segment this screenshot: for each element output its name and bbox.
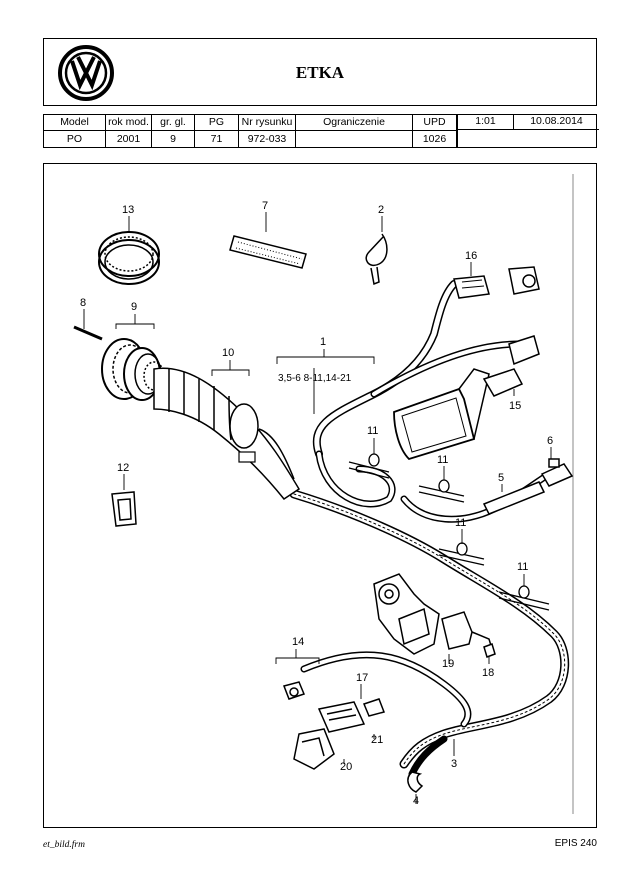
footer-form-name: et_bild.frm — [43, 840, 85, 850]
callout-labels: 13 7 2 16 8 9 10 1 3,5-6 8-11,14-21 15 1… — [80, 200, 553, 807]
callout-18: 18 — [482, 667, 494, 679]
callout-21: 21 — [371, 734, 383, 746]
callout-16: 16 — [465, 250, 477, 262]
wiring-harness-diagram: 13 7 2 16 8 9 10 1 3,5-6 8-11,14-21 15 1… — [73, 174, 574, 814]
callout-4: 4 — [413, 795, 419, 807]
callout-15: 15 — [509, 400, 521, 412]
callout-14: 14 — [292, 636, 304, 648]
meta-date: 10.08.2014 — [514, 115, 599, 130]
meta-col-upd: UPD 1026 — [413, 115, 457, 147]
meta-right-panel: 1:01 10.08.2014 — [457, 115, 599, 147]
part-7-strip — [229, 235, 307, 269]
part-17-20-21-relay — [293, 698, 385, 770]
part-19-18-connector — [441, 611, 496, 658]
callout-1-range: 3,5-6 8-11,14-21 — [278, 373, 352, 384]
callout-11-c: 11 — [455, 517, 466, 529]
callout-7: 7 — [262, 200, 268, 212]
meta-scale: 1:01 — [458, 115, 514, 130]
callout-2: 2 — [378, 204, 384, 216]
callout-17: 17 — [356, 672, 368, 684]
part-12-clip — [111, 491, 137, 527]
part-11-clips — [348, 453, 550, 611]
callout-13: 13 — [122, 204, 134, 216]
callout-9: 9 — [131, 301, 137, 313]
page-title: ETKA — [295, 63, 345, 82]
callout-19: 19 — [442, 658, 454, 670]
header-box: ETKA — [43, 38, 597, 106]
meta-table: Model PO rok mod. 2001 gr. gl. 9 PG 71 N… — [43, 114, 599, 148]
part-15-switch-panel — [393, 335, 540, 461]
callout-6: 6 — [547, 435, 553, 447]
callout-3: 3 — [451, 758, 457, 770]
callout-12: 12 — [117, 462, 129, 474]
meta-col-drawing: Nr rysunku 972-033 — [239, 115, 296, 147]
part-10-bellows — [153, 367, 301, 501]
callout-11-d: 11 — [517, 561, 528, 573]
footer-system-id: EPIS 240 — [554, 838, 597, 849]
part-3-4-tail — [407, 771, 424, 793]
callout-10: 10 — [222, 347, 234, 359]
part-9-grommet — [73, 325, 165, 401]
callout-5: 5 — [498, 472, 504, 484]
callout-20: 20 — [340, 761, 352, 773]
door-module — [373, 573, 440, 655]
callout-11-a: 11 — [367, 425, 378, 437]
meta-col-year: rok mod. 2001 — [106, 115, 152, 147]
meta-col-pg: PG 71 — [195, 115, 239, 147]
meta-divider — [44, 130, 457, 131]
part-2-cable-tie — [365, 233, 388, 286]
main-harness — [289, 280, 570, 778]
callout-1: 1 — [320, 336, 326, 348]
part-14-plug — [283, 681, 306, 700]
diagram-frame: 13 7 2 16 8 9 10 1 3,5-6 8-11,14-21 15 1… — [43, 163, 597, 828]
part-16-connector — [453, 266, 540, 299]
callout-11-b: 11 — [437, 454, 448, 466]
meta-col-group: gr. gl. 9 — [152, 115, 195, 147]
meta-col-restriction: Ograniczenie — [296, 115, 413, 147]
part-5-6-sleeve — [482, 458, 574, 515]
vw-logo-icon — [58, 45, 114, 101]
leader-lines — [83, 212, 552, 804]
callout-8: 8 — [80, 297, 86, 309]
meta-col-model: Model PO — [44, 115, 106, 147]
part-13-ring — [98, 231, 160, 285]
